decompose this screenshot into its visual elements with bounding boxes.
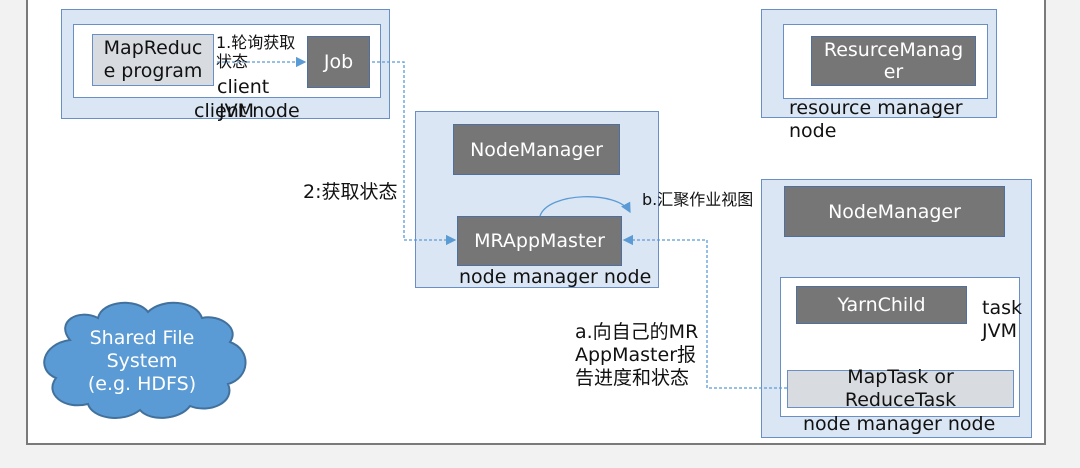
resource-manager-box: ResurceManager [811, 36, 976, 86]
aggregate-view-label: b.汇聚作业视图 [642, 190, 754, 209]
task-label: MapTask or ReduceTask [844, 366, 957, 411]
mapreduce-program-box: MapReduce program [92, 34, 214, 86]
client-node-label: client node [194, 100, 300, 122]
node-manager-label-1: NodeManager [470, 138, 603, 161]
mrappmaster-box: MRAppMaster [457, 216, 622, 266]
client-jvm-label-line1: client [217, 76, 270, 98]
client-jvm-label-line2: JVM [219, 100, 254, 122]
node-manager-box-2: NodeManager [784, 186, 1005, 237]
job-box: Job [307, 36, 370, 88]
resource-manager-label: ResurceManager [823, 39, 964, 83]
shared-fs-label: Shared File System (e.g. HDFS) [87, 327, 197, 395]
node-manager-box-1: NodeManager [453, 124, 620, 175]
app-master-node-label: node manager node [459, 266, 652, 288]
yarnchild-box: YarnChild [796, 286, 967, 324]
task-box: MapTask or ReduceTask [787, 366, 1014, 411]
mrappmaster-label: MRAppMaster [474, 230, 605, 252]
worker-node-label: node manager node [803, 413, 996, 435]
poll-status-label: 1.轮询获取状态 [216, 33, 296, 71]
node-manager-label-2: NodeManager [828, 200, 961, 223]
job-label: Job [323, 51, 354, 73]
mapreduce-program-label: MapReduce program [103, 37, 203, 82]
get-status-label: 2:获取状态 [303, 181, 398, 203]
yarnchild-label: YarnChild [837, 294, 926, 316]
task-jvm-label: task JVM [982, 297, 1022, 342]
resource-manager-node-label: resource manager node [789, 97, 963, 142]
report-progress-label: a.向自己的MRAppMaster报告进度和状态 [575, 321, 699, 389]
